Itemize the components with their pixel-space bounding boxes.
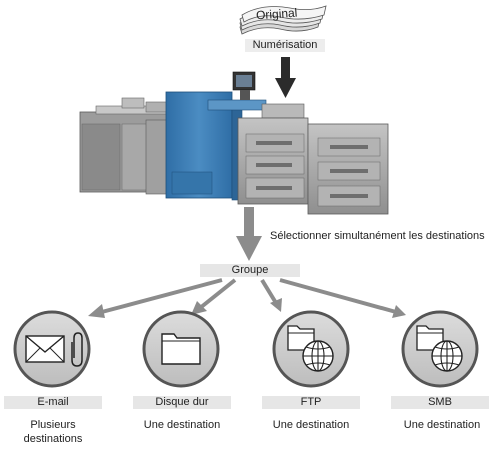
printer-machine: [79, 71, 389, 215]
original-stack-icon: [239, 5, 327, 35]
folder-globe-icon: [287, 325, 334, 372]
desc-line: Une destination: [272, 419, 350, 431]
folder-globe-icon: [416, 325, 463, 372]
group-label: Groupe: [200, 264, 300, 277]
destination-tag-hdd: Disque dur: [133, 396, 231, 409]
destination-desc-smb: Une destination: [388, 418, 496, 432]
destination-desc-ftp: Une destination: [257, 418, 365, 432]
select-destinations-label: Sélectionner simultanément les destinati…: [270, 230, 485, 242]
destination-tag-ftp: FTP: [262, 396, 360, 409]
scan-label: Numérisation: [245, 39, 325, 52]
branch-arrows: [88, 278, 406, 318]
scan-arrow: [275, 57, 296, 98]
folder-icon: [161, 333, 201, 365]
desc-line: Plusieurs: [30, 419, 76, 431]
destination-tag-email: E-mail: [4, 396, 102, 409]
original-label: Original: [255, 5, 298, 23]
desc-line: destinations: [23, 433, 83, 445]
select-arrow: [236, 207, 262, 261]
email-icon: [25, 332, 83, 367]
destination-desc-hdd: Une destination: [128, 418, 236, 432]
destination-tag-smb: SMB: [391, 396, 489, 409]
desc-line: Une destination: [403, 419, 481, 431]
destination-desc-email: Plusieurs destinations: [4, 418, 102, 446]
desc-line: Une destination: [143, 419, 221, 431]
